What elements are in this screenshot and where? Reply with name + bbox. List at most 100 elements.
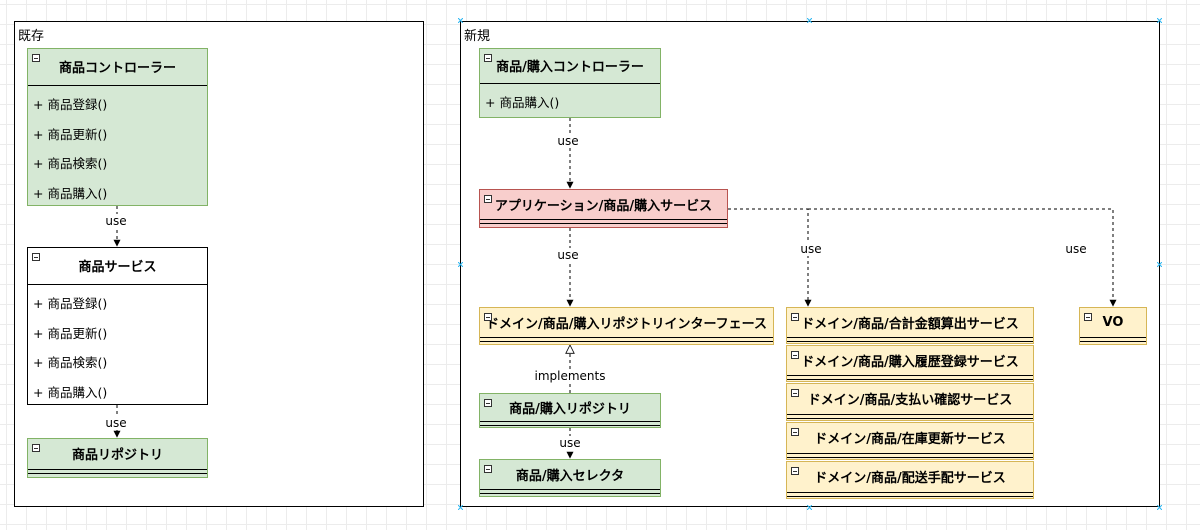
method-item[interactable]: + 商品検索()	[33, 355, 108, 370]
edge-label-use: use	[798, 242, 824, 256]
class-header: ドメイン/商品/配送手配サービス	[787, 462, 1033, 491]
class-divider	[787, 457, 1033, 458]
collapse-toggle-icon[interactable]	[791, 467, 799, 475]
class-header: VO	[1080, 308, 1146, 336]
selection-handle-icon[interactable]	[458, 505, 463, 510]
repository-interface-class[interactable]: ドメイン/商品/購入リポジトリインターフェース	[479, 307, 774, 345]
method-item[interactable]: + 商品購入()	[485, 95, 560, 110]
method-item[interactable]: + 商品購入()	[33, 384, 108, 400]
class-divider	[480, 425, 660, 426]
selection-handle-icon[interactable]	[1157, 505, 1162, 510]
existing-repository-class[interactable]: 商品リポジトリ	[27, 438, 208, 478]
class-header: 商品/購入コントローラー	[480, 49, 660, 81]
class-title: ドメイン/商品/合計金額算出サービス	[801, 316, 1019, 332]
class-header: 商品コントローラー	[28, 49, 207, 83]
method-item[interactable]: + 商品登録()	[33, 296, 108, 311]
class-title: 商品サービス	[78, 259, 157, 275]
selection-handle-icon[interactable]	[807, 505, 812, 510]
method-item[interactable]: + 商品更新()	[33, 126, 108, 142]
selection-handle-icon[interactable]	[458, 262, 463, 267]
new-controller-class[interactable]: 商品/購入コントローラー + 商品購入()	[479, 48, 661, 118]
collapse-toggle-icon[interactable]	[484, 54, 492, 62]
vo-class[interactable]: VO	[1079, 307, 1147, 345]
collapse-toggle-icon[interactable]	[32, 54, 40, 62]
class-divider	[480, 421, 660, 422]
class-divider	[480, 341, 773, 342]
class-header: 商品/購入リポジトリ	[480, 394, 660, 420]
class-title: 商品コントローラー	[58, 60, 176, 76]
class-header: アプリケーション/商品/購入サービス	[480, 190, 727, 218]
existing-service-class[interactable]: 商品サービス + 商品登録() + 商品更新() + 商品検索() + 商品購入…	[27, 247, 208, 405]
method-item[interactable]: + 商品登録()	[33, 97, 108, 112]
edge-label-use: use	[557, 436, 583, 450]
method-item[interactable]: + 商品購入()	[33, 185, 108, 201]
class-title: ドメイン/商品/支払い確認サービス	[807, 393, 1013, 408]
collapse-toggle-icon[interactable]	[484, 399, 492, 407]
method-list: + 商品登録() + 商品更新() + 商品検索() + 商品購入()	[28, 289, 207, 407]
edge-label-implements: implements	[532, 369, 608, 383]
class-divider	[480, 83, 660, 84]
class-divider	[28, 85, 207, 86]
method-item[interactable]: + 商品更新()	[33, 325, 108, 341]
class-divider	[480, 493, 660, 494]
class-divider	[787, 418, 1033, 419]
class-title: VO	[1102, 314, 1124, 330]
class-divider	[480, 489, 660, 490]
collapse-toggle-icon[interactable]	[1084, 313, 1092, 321]
domain-service-class[interactable]: ドメイン/商品/配送手配サービス	[786, 461, 1034, 499]
collapse-toggle-icon[interactable]	[484, 465, 492, 473]
collapse-toggle-icon[interactable]	[484, 195, 492, 203]
class-header: ドメイン/商品/購入履歴登録サービス	[787, 346, 1033, 374]
new-repository-class[interactable]: 商品/購入リポジトリ	[479, 393, 661, 428]
collapse-toggle-icon[interactable]	[791, 428, 799, 436]
selection-handle-icon[interactable]	[1157, 262, 1162, 267]
edge-appservice-vo[interactable]	[808, 208, 1117, 307]
application-service-class[interactable]: アプリケーション/商品/購入サービス	[479, 189, 728, 228]
collapse-toggle-icon[interactable]	[484, 313, 492, 321]
edge-label-use: use	[555, 248, 581, 262]
class-divider	[787, 492, 1033, 493]
domain-service-class[interactable]: ドメイン/商品/支払い確認サービス	[786, 383, 1034, 421]
selection-handle-icon[interactable]	[1157, 18, 1162, 23]
domain-service-class[interactable]: ドメイン/商品/合計金額算出サービス	[786, 307, 1034, 344]
class-divider	[480, 337, 773, 338]
class-divider	[787, 375, 1033, 376]
class-header: 商品リポジトリ	[28, 439, 207, 468]
selector-class[interactable]: 商品/購入セレクタ	[479, 459, 661, 497]
class-header: ドメイン/商品/合計金額算出サービス	[787, 308, 1033, 336]
domain-service-class[interactable]: ドメイン/商品/在庫更新サービス	[786, 422, 1034, 460]
class-divider	[1080, 337, 1146, 338]
class-divider	[28, 473, 207, 474]
class-title: 商品/購入リポジトリ	[509, 401, 631, 417]
collapse-toggle-icon[interactable]	[32, 253, 40, 261]
class-title: 商品/購入コントローラー	[496, 59, 644, 75]
class-header: ドメイン/商品/購入リポジトリインターフェース	[480, 308, 773, 336]
existing-frame-title: 既存	[18, 29, 45, 44]
class-header: 商品サービス	[28, 248, 207, 282]
edge-label-use: use	[1063, 242, 1089, 256]
class-title: ドメイン/商品/在庫更新サービス	[814, 432, 1006, 447]
collapse-toggle-icon[interactable]	[32, 444, 40, 452]
existing-controller-class[interactable]: 商品コントローラー + 商品登録() + 商品更新() + 商品検索() + 商…	[27, 48, 208, 206]
class-title: ドメイン/商品/購入リポジトリインターフェース	[485, 316, 768, 332]
class-divider	[787, 496, 1033, 497]
edge-label-use: use	[555, 134, 581, 148]
new-frame-title: 新規	[464, 29, 491, 44]
collapse-toggle-icon[interactable]	[791, 313, 799, 321]
method-item[interactable]: + 商品検索()	[33, 156, 108, 171]
class-divider	[28, 469, 207, 470]
class-title: 商品/購入セレクタ	[515, 468, 625, 484]
collapse-toggle-icon[interactable]	[791, 389, 799, 397]
class-title: 商品リポジトリ	[71, 448, 163, 463]
class-divider	[480, 219, 727, 220]
edge-appservice-domain-services[interactable]	[728, 208, 812, 307]
selection-handle-icon[interactable]	[458, 18, 463, 23]
class-divider	[787, 453, 1033, 454]
domain-service-class[interactable]: ドメイン/商品/購入履歴登録サービス	[786, 345, 1034, 382]
class-header: ドメイン/商品/支払い確認サービス	[787, 384, 1033, 413]
class-divider	[480, 223, 727, 224]
class-divider	[787, 341, 1033, 342]
selection-handle-icon[interactable]	[807, 18, 812, 23]
collapse-toggle-icon[interactable]	[791, 351, 799, 359]
edge-label-use: use	[103, 416, 129, 430]
